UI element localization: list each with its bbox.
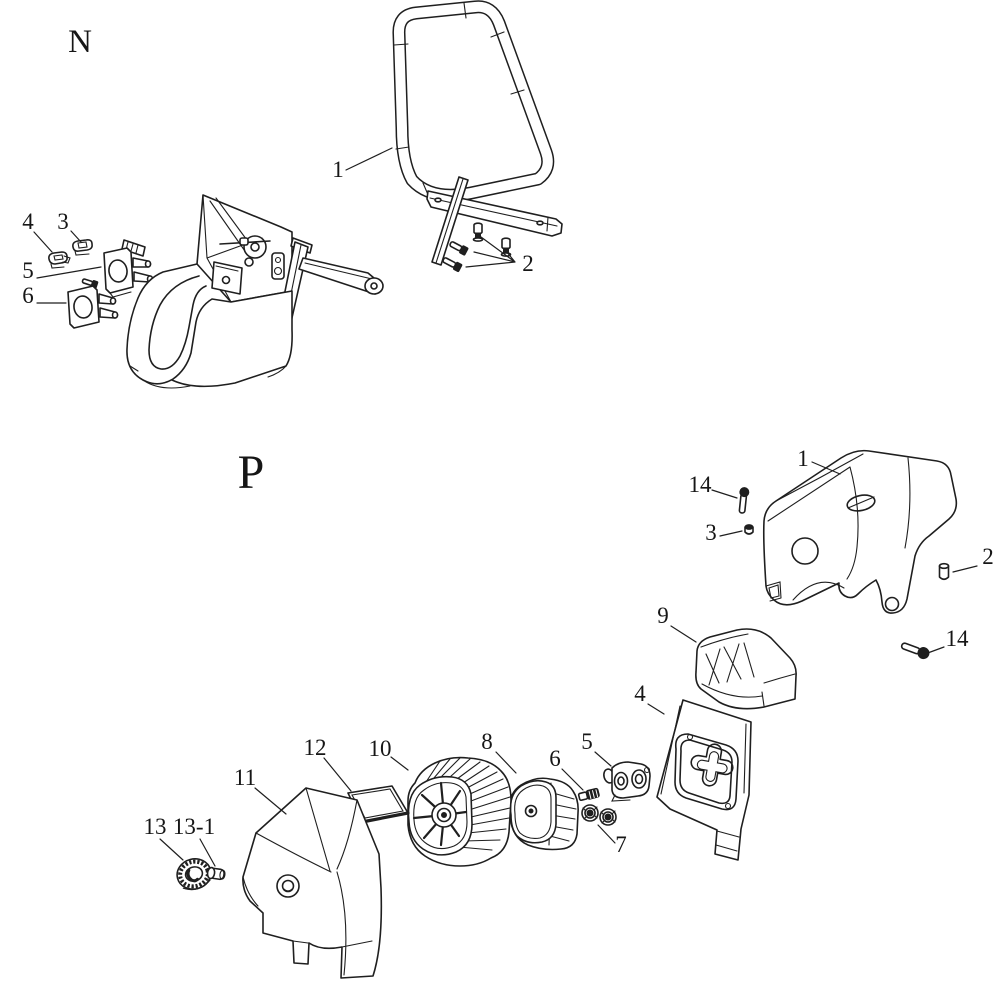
n-clip-3-drawing (72, 239, 93, 256)
leader-p-13 (159, 838, 184, 861)
callout-p-11: 11 (234, 765, 256, 790)
leader-p-2 (952, 565, 978, 573)
callout-n-2: 2 (522, 251, 534, 276)
callout-n-5: 5 (22, 258, 34, 283)
leader-p-13-1 (199, 838, 216, 867)
leader-p-4 (647, 703, 665, 715)
callout-p-9: 9 (657, 603, 669, 628)
n-screw-a (472, 222, 484, 242)
leader-p-11 (254, 787, 287, 815)
leader-p-8 (495, 751, 517, 774)
p-fan-cover-9-drawing (695, 628, 797, 710)
leader-n-2 (465, 236, 516, 268)
section-n: N (22, 0, 563, 389)
p-stud-6-drawing (577, 787, 600, 802)
callout-p-10: 10 (369, 736, 392, 761)
leader-n-4 (33, 231, 53, 253)
callout-n-6: 6 (22, 283, 34, 308)
p-bushing-2-drawing (938, 562, 950, 581)
p-nuts-7-drawing (581, 804, 617, 826)
p-air-filter-10-drawing (407, 756, 512, 867)
filter-spokes (412, 781, 468, 847)
callout-p-1: 1 (797, 446, 809, 471)
callout-p-2: 2 (982, 544, 994, 569)
p-callouts: 1 2 3 4 5 6 7 8 9 10 11 12 13 1 (144, 446, 994, 867)
callout-n-3: 3 (57, 209, 69, 234)
n-screw-b (449, 241, 469, 256)
n-callouts: 1 2 3 4 5 6 (22, 147, 534, 308)
n-clip-4-drawing (48, 251, 71, 269)
leader-n-5 (36, 266, 102, 279)
n-mount-block-6-drawing (67, 278, 119, 329)
p-filter-cover-8-drawing (508, 777, 579, 851)
leader-p-12 (323, 757, 352, 792)
section-p-label: P (238, 446, 265, 499)
leader-p-9 (670, 625, 697, 643)
leader-p-1 (811, 461, 841, 475)
leader-p-7 (597, 824, 616, 844)
p-filter-base-11-drawing (242, 787, 383, 979)
leader-p-3 (719, 530, 743, 537)
leader-p-14-top (711, 489, 738, 499)
callout-p-8: 8 (481, 729, 493, 754)
n-screws-drawing (442, 222, 512, 272)
callout-p-14-top: 14 (689, 472, 713, 497)
leader-p-10 (390, 756, 409, 771)
section-n-label: N (68, 24, 92, 60)
n-body-drawing (126, 194, 384, 389)
n-handle-clamp-rail (426, 176, 563, 266)
callout-n-4: 4 (22, 209, 34, 234)
section-p: P (144, 446, 994, 979)
leader-n-3 (70, 230, 82, 243)
leader-p-6 (561, 768, 584, 791)
callout-n-1: 1 (332, 157, 344, 182)
callout-p-13-1: 13-1 (173, 814, 215, 839)
callout-p-6: 6 (549, 746, 561, 771)
leader-p-5 (594, 751, 612, 767)
callout-p-4: 4 (634, 681, 646, 706)
p-backplate-4-drawing (656, 699, 752, 861)
p-intake-bracket-5-drawing (603, 761, 651, 802)
callout-p-12: 12 (304, 735, 327, 760)
callout-p-3: 3 (705, 520, 717, 545)
p-pin-13-1-drawing (206, 866, 226, 881)
callout-p-14-bottom: 14 (946, 626, 970, 651)
n-handlebar-drawing (392, 0, 555, 202)
p-screw-14-top-drawing (738, 487, 750, 514)
callout-p-7: 7 (615, 832, 627, 857)
callout-p-5: 5 (581, 729, 593, 754)
p-top-cover-drawing (762, 449, 958, 614)
leader-n-1 (345, 147, 393, 171)
leader-p-14-bottom (924, 646, 945, 655)
n-mount-block-5-drawing (103, 239, 154, 298)
p-screw-14-bottom-drawing (900, 642, 930, 660)
n-screw-d (442, 257, 463, 272)
p-nut-3-drawing (744, 524, 754, 535)
callout-p-13: 13 (144, 814, 167, 839)
